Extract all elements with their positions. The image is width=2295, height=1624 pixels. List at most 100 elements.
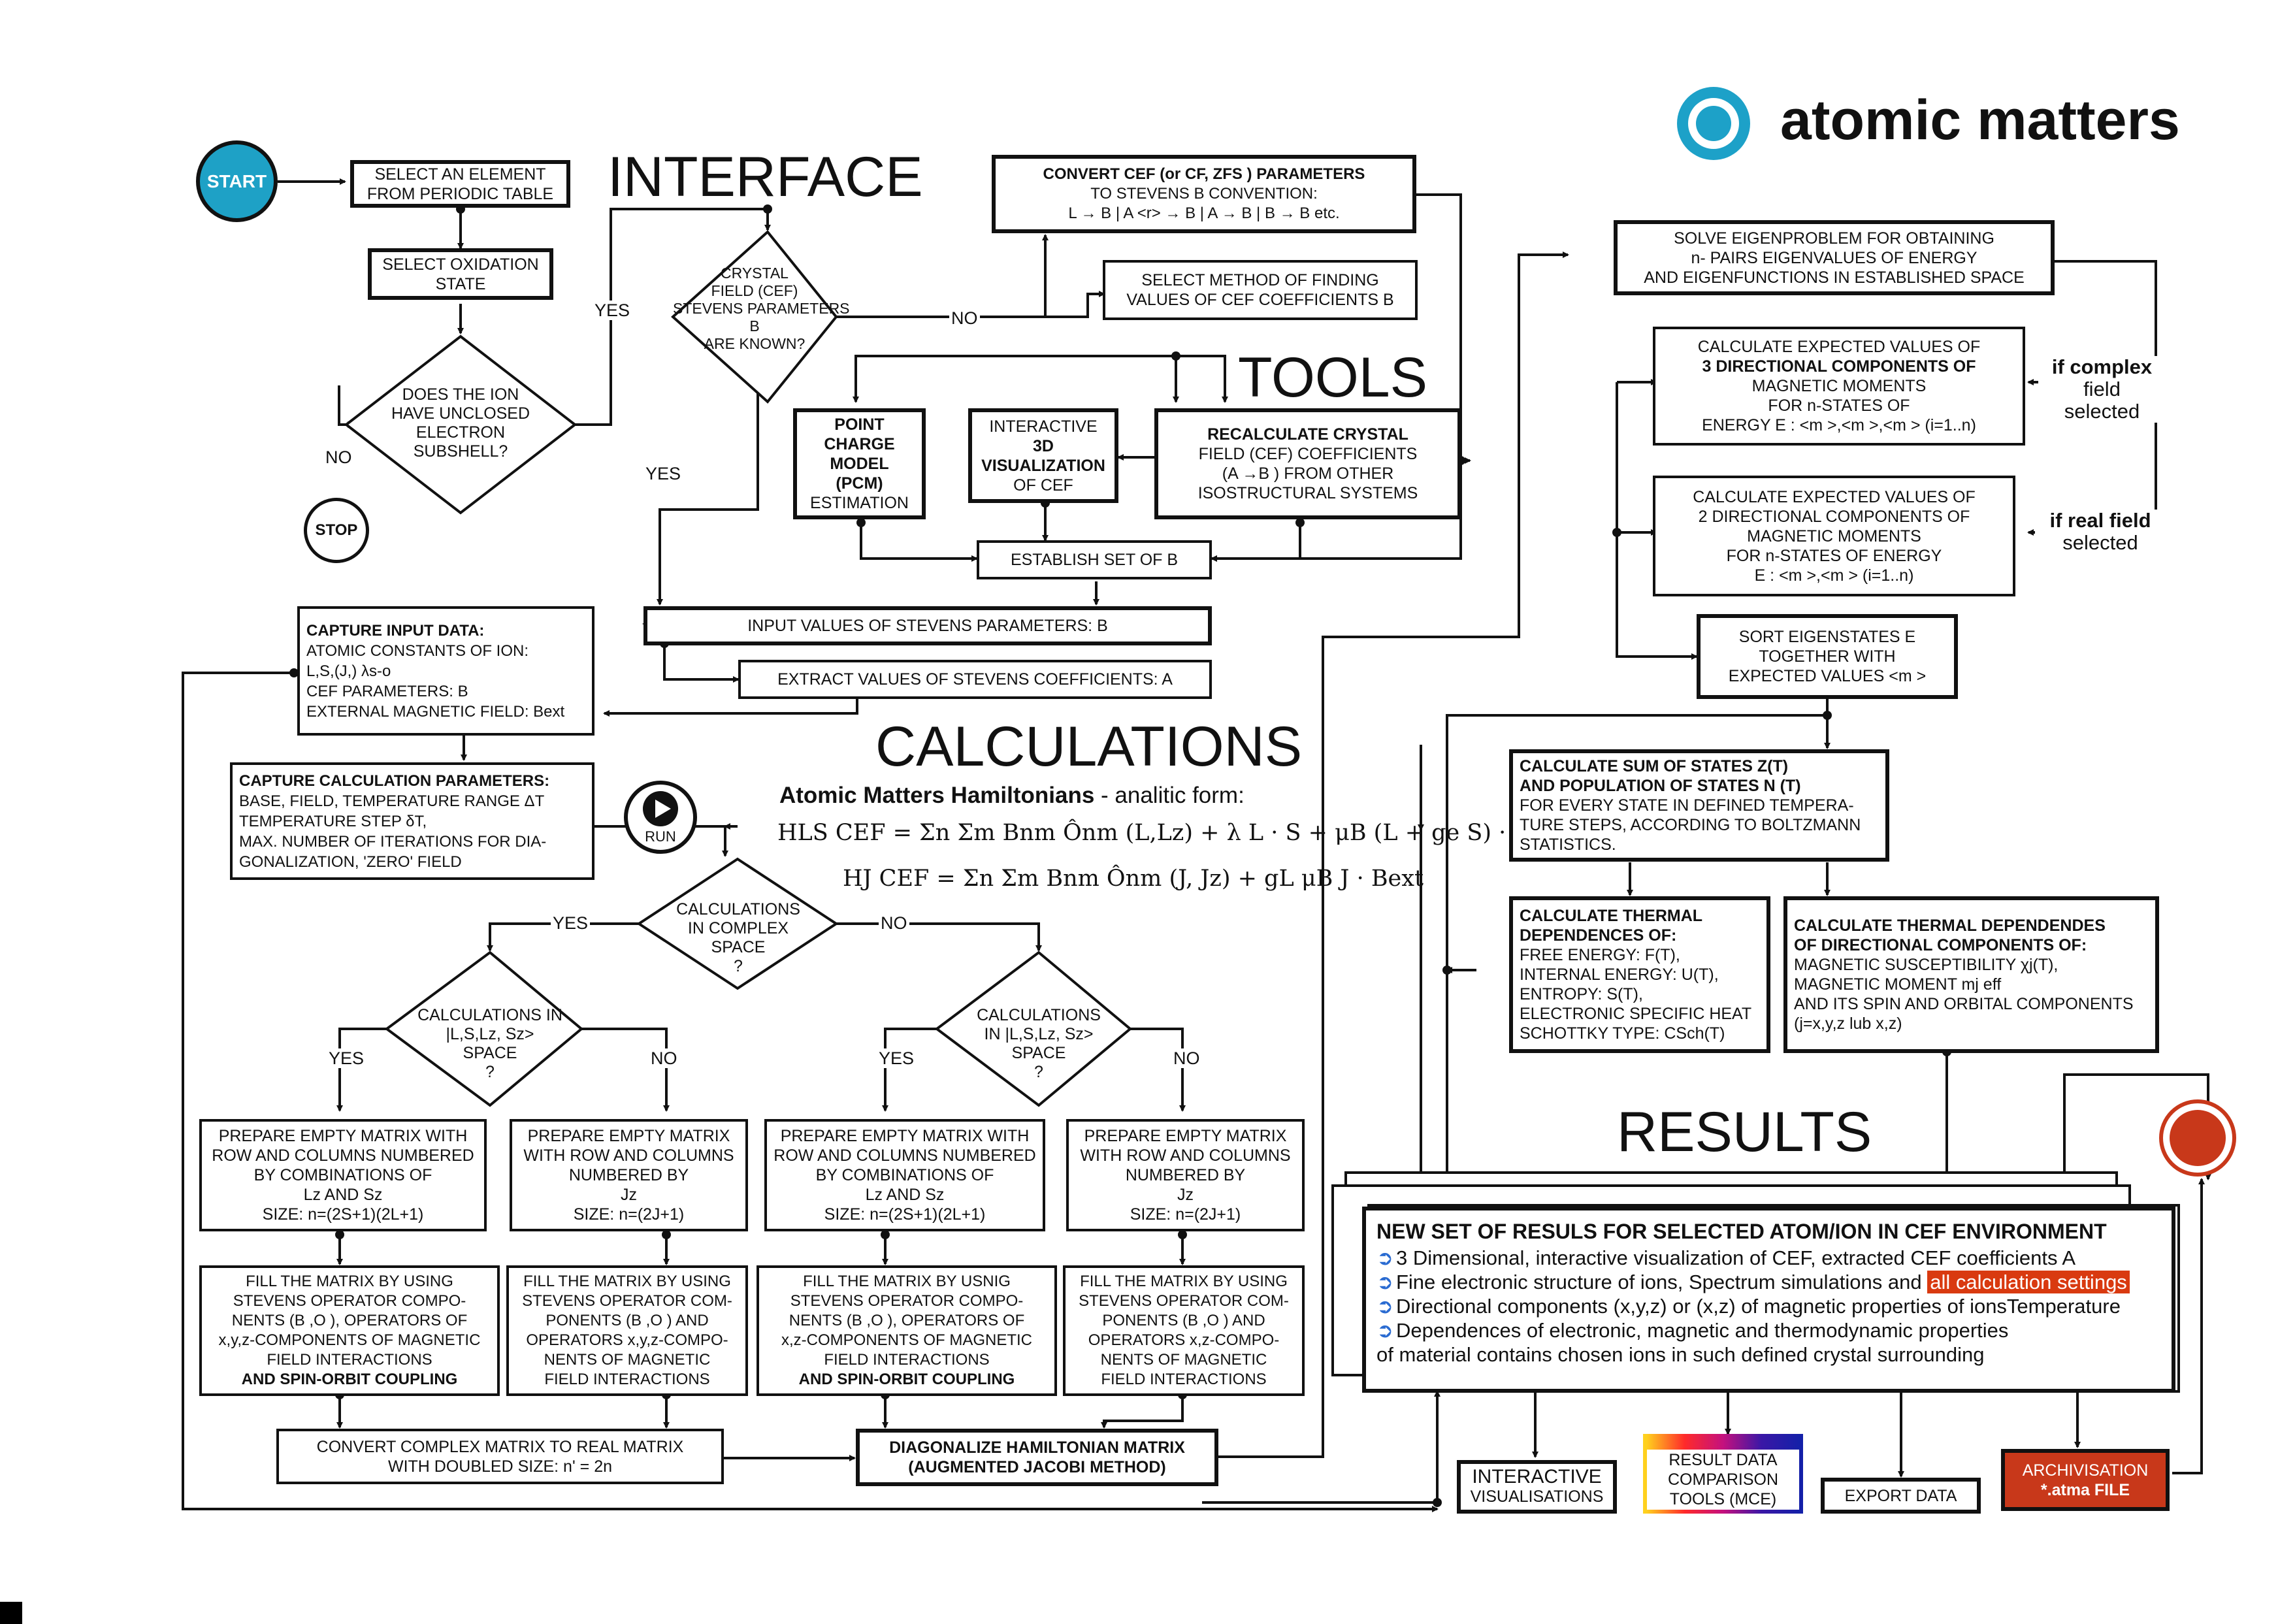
label-no-cef: NO (949, 308, 980, 328)
wire (1444, 714, 1827, 1200)
heading-tools: TOOLS (1238, 346, 1427, 409)
diamond-unclosed (344, 334, 578, 515)
select-element-box[interactable]: SELECT AN ELEMENT FROM PERIODIC TABLE (350, 160, 570, 208)
results-card: NEW SET OF RESULS FOR SELECTED ATOM/ION … (1362, 1207, 2175, 1393)
wire (1616, 382, 1698, 660)
heading-interface: INTERFACE (608, 146, 923, 208)
wire (1202, 1390, 1440, 1504)
bullet-arrow-icon: ➲ (1376, 1295, 1393, 1318)
wire (882, 1028, 937, 1112)
interactive-visualisations-button[interactable]: INTERACTIVE VISUALISATIONS (1457, 1460, 1617, 1514)
bullet-arrow-icon: ➲ (1376, 1271, 1393, 1293)
pcm-box[interactable]: POINT CHARGE MODEL (PCM) ESTIMATION (793, 408, 926, 519)
stop-node: STOP (304, 498, 369, 563)
select-method-box[interactable]: SELECT METHOD OF FINDING VALUES OF CEF C… (1103, 260, 1418, 320)
establish-set-box: ESTABLISH SET OF B (977, 540, 1212, 579)
brand-name: atomic matters (1780, 89, 2180, 152)
hamiltonian-ls: HLS CEF = Σn Σm Bnm Ônm (L,Lz) + λ L · S… (777, 820, 1566, 846)
wire (836, 234, 1049, 318)
label-no-left: NO (649, 1048, 679, 1068)
archivisation-button[interactable]: ARCHIVISATION *.atma FILE (2001, 1449, 2170, 1511)
label-yes-cef: YES (643, 464, 683, 483)
capture-calc-box[interactable]: CAPTURE CALCULATION PARAMETERS: BASE, FI… (230, 762, 594, 880)
select-oxidation-box[interactable]: SELECT OXIDATION STATE (368, 248, 553, 300)
wire (336, 1028, 387, 1112)
wire (1130, 1028, 1186, 1112)
diagonalize-box: DIAGONALIZE HAMILTONIAN MATRIX(AUGMENTED… (856, 1429, 1218, 1486)
visualization-3d-box[interactable]: INTERACTIVE 3D VISUALIZATION OF CEF (968, 408, 1118, 503)
capture-input-box[interactable]: CAPTURE INPUT DATA: ATOMIC CONSTANTS OF … (297, 606, 594, 736)
wire (853, 355, 1176, 403)
label-yes-complex: YES (551, 913, 591, 933)
wire (657, 327, 759, 606)
wire (2172, 1178, 2205, 1474)
wire (1211, 523, 1301, 562)
label-yes-unclosed: YES (593, 300, 632, 320)
diamond-lsls-left (384, 950, 584, 1107)
wire (603, 694, 858, 717)
label-no-right: NO (1171, 1048, 1202, 1068)
stop-label: STOP (315, 521, 358, 539)
brand-logo-icon (1677, 87, 1750, 160)
export-data-button[interactable]: EXPORT DATA (1821, 1478, 1981, 1514)
run-label: RUN (645, 828, 676, 845)
run-button[interactable]: RUN (624, 781, 697, 854)
hamiltonian-j: HJ CEF = Σn Σm Bnm Ônm (J, Jz) + gL μB J… (843, 866, 1424, 892)
diamond-cef-known (671, 230, 838, 404)
diamond-complex (636, 857, 839, 990)
calculation-settings-link[interactable]: all calculation settings (1927, 1271, 2130, 1293)
label-yes-left: YES (327, 1048, 366, 1068)
diamond-lsls-left-text: CALCULATIONS IN|L,S,Lz, Sz> SPACE? (417, 1006, 562, 1081)
corner-mark (0, 1602, 22, 1624)
wire (860, 523, 978, 562)
recalculate-box[interactable]: RECALCULATE CRYSTAL FIELD (CEF) COEFFICI… (1154, 408, 1461, 519)
wire (581, 1028, 670, 1112)
result-comparison-button[interactable]: RESULT DATA COMPARISON TOOLS (MCE) (1643, 1434, 1803, 1514)
bullet-arrow-icon: ➲ (1376, 1246, 1393, 1269)
label-no-unclosed: NO (323, 447, 354, 467)
wire (182, 672, 1439, 1512)
wire (1176, 355, 1228, 403)
wire (1101, 1395, 1184, 1429)
heading-results: RESULTS (1617, 1101, 1872, 1163)
convert-parameters-box[interactable]: CONVERT CEF (or CF, ZFS ) PARAMETERS TO … (992, 155, 1416, 233)
start-button[interactable]: START (196, 140, 278, 222)
wire (338, 385, 354, 428)
extract-values-box: EXTRACT VALUES OF STEVENS COEFFICIENTS: … (738, 660, 1212, 699)
hamiltonian-title: Atomic Matters Hamiltonians - analitic f… (779, 783, 1245, 808)
diamond-lsls-right (934, 950, 1133, 1107)
heading-calculations: CALCULATIONS (875, 715, 1303, 778)
label-no-complex: NO (879, 913, 909, 933)
wire (575, 208, 771, 426)
bullet-arrow-icon: ➲ (1376, 1319, 1393, 1342)
wire (836, 922, 1042, 952)
sum-states-box: CALCULATE SUM OF STATES Z(T)AND POPULATI… (1509, 749, 1889, 862)
wire (1218, 252, 1569, 1458)
input-values-box[interactable]: INPUT VALUES OF STEVENS PARAMETERS: B (643, 606, 1212, 645)
label-yes-right: YES (877, 1048, 917, 1068)
archive-icon[interactable] (2159, 1099, 2236, 1177)
wire (663, 643, 740, 683)
play-icon (643, 791, 678, 826)
